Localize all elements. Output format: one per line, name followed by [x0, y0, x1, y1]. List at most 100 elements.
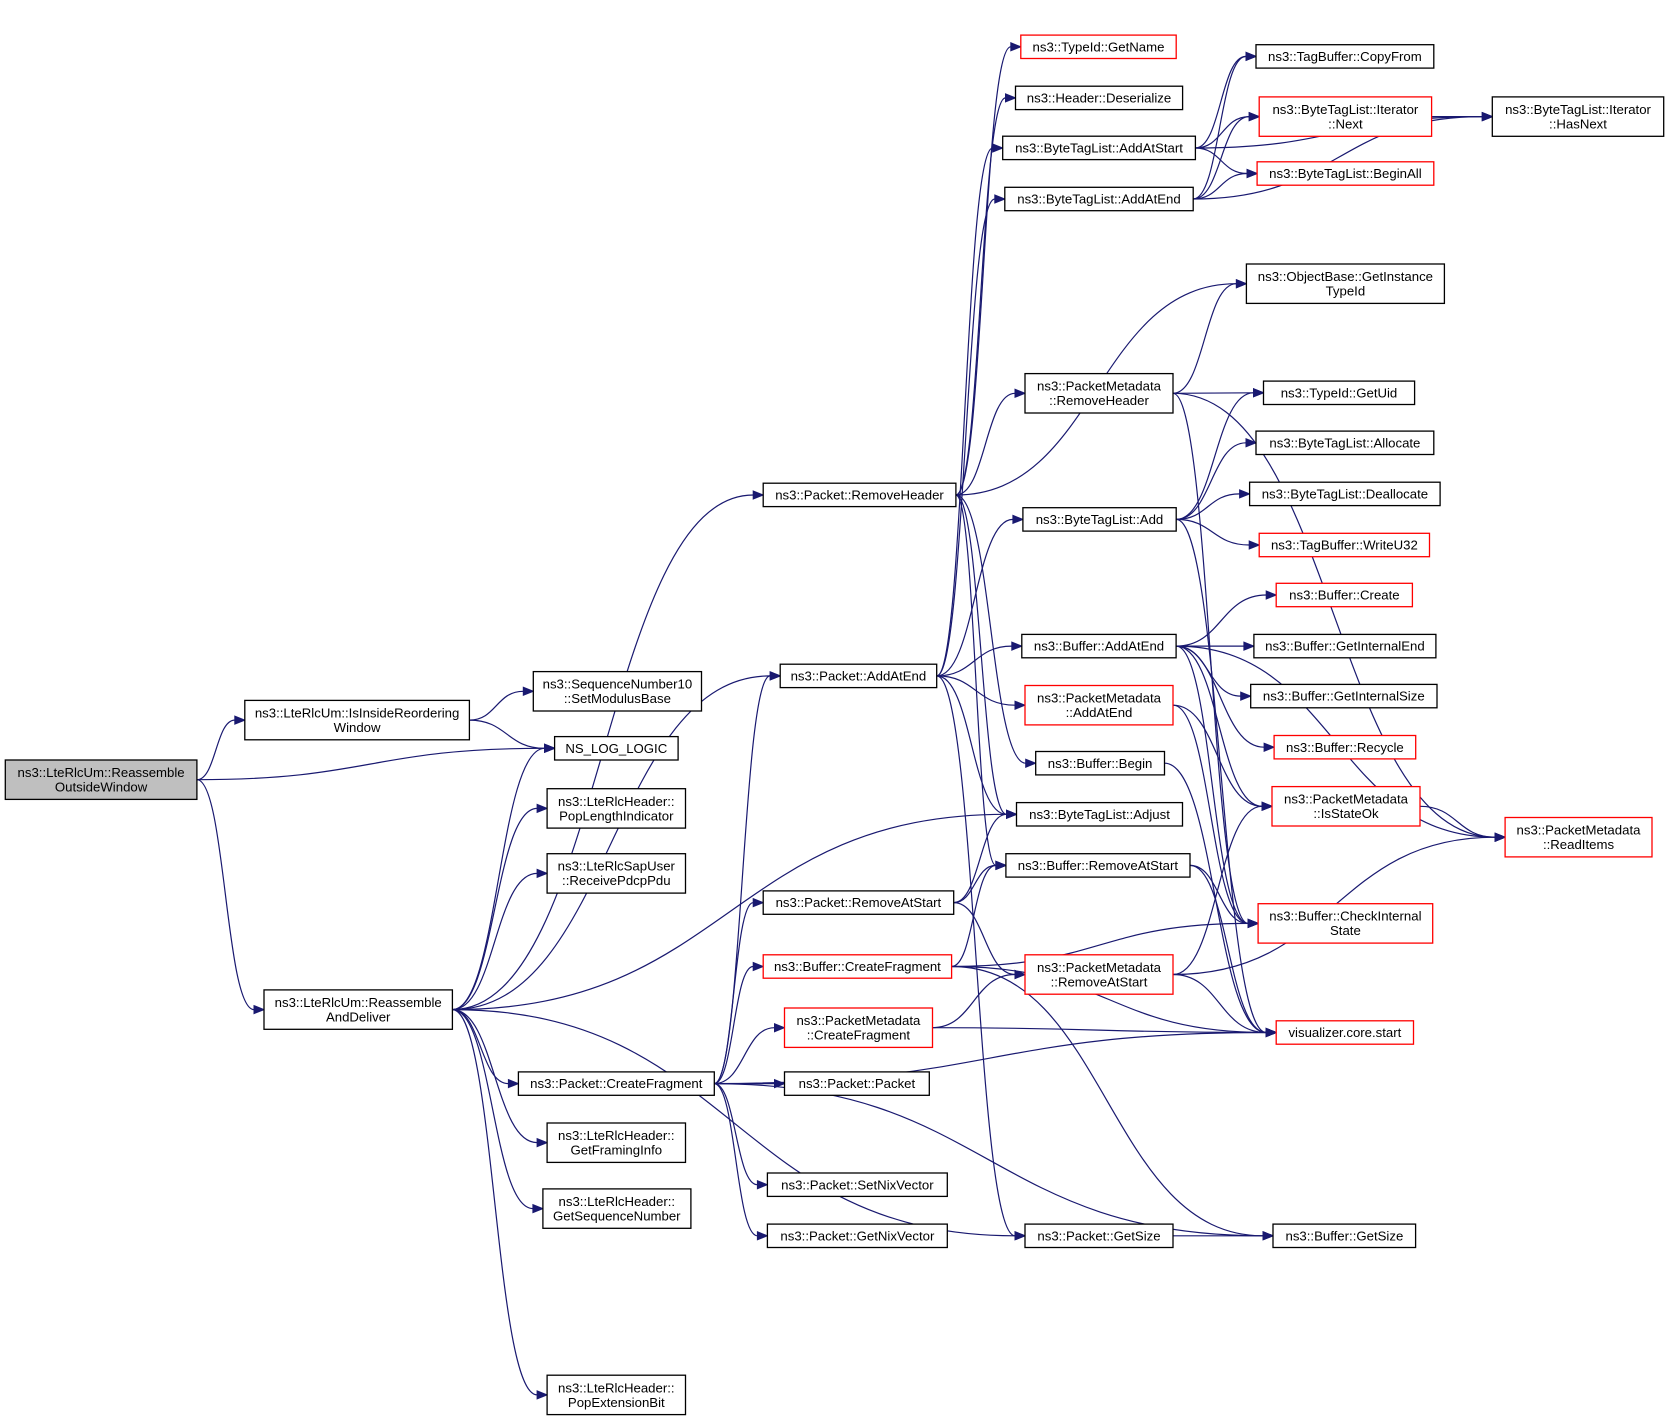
node-label-line: ns3::Buffer::GetSize — [1286, 1228, 1404, 1243]
edge-line — [452, 1009, 538, 1144]
edge-buf-add-at-end-to-buf-check-int — [1176, 645, 1260, 929]
node-pm-is-state-ok[interactable]: ns3::PacketMetadata::IsStateOk — [1271, 785, 1421, 827]
arrowhead-icon — [752, 490, 765, 500]
edge-line — [932, 973, 1016, 1029]
edge-line — [953, 864, 996, 904]
arrowhead-icon — [774, 1022, 786, 1033]
arrowhead-icon — [992, 143, 1005, 153]
node-pm-add-at-end[interactable]: ns3::PacketMetadata::AddAtEnd — [1024, 684, 1174, 726]
node-box — [1024, 1223, 1174, 1249]
node-pkt-create-frag[interactable]: ns3::Packet::CreateFragment — [517, 1071, 715, 1096]
node-label-line: ::SetModulusBase — [564, 691, 671, 706]
edge-line — [714, 1083, 758, 1186]
node-receive-pdcp[interactable]: ns3::LteRlcSapUser::ReceivePdcpPdu — [546, 853, 687, 894]
node-buf-get-int-size[interactable]: ns3::Buffer::GetInternalSize — [1250, 683, 1438, 709]
edge-line — [1193, 116, 1250, 200]
arrowhead-icon — [234, 715, 247, 725]
node-pkt-packet[interactable]: ns3::Packet::Packet — [783, 1071, 930, 1096]
node-btl-add[interactable]: ns3::ByteTagList::Add — [1022, 507, 1177, 532]
node-label-line: ns3::Packet::RemoveAtStart — [776, 895, 942, 910]
edge-line — [951, 965, 1264, 1237]
node-label-line: ::ReadItems — [1543, 837, 1615, 852]
node-label-line: ::CreateFragment — [807, 1028, 911, 1043]
node-btl-deallocate[interactable]: ns3::ByteTagList::Deallocate — [1248, 481, 1441, 507]
node-btl-begin-all[interactable]: ns3::ByteTagList::BeginAll — [1256, 161, 1435, 186]
node-seq-set-mod[interactable]: ns3::SequenceNumber10::SetModulusBase — [532, 670, 703, 712]
node-btl-add-at-start[interactable]: ns3::ByteTagList::AddAtStart — [1002, 135, 1197, 161]
edge-btl-add-at-start-to-tb-copy-from — [1195, 51, 1258, 149]
node-label-line: ns3::PacketMetadata — [1284, 792, 1409, 807]
node-pm-create-frag[interactable]: ns3::PacketMetadata::CreateFragment — [783, 1007, 934, 1049]
node-pm-remove-at-start[interactable]: ns3::PacketMetadata::RemoveAtStart — [1024, 954, 1174, 995]
node-label-line: ns3::LteRlcUm::IsInsideReordering — [255, 705, 460, 720]
edge-btl-add-to-btl-allocate — [1176, 438, 1258, 520]
arrowhead-icon — [1246, 168, 1259, 179]
node-box — [1250, 683, 1438, 709]
node-pop-len[interactable]: ns3::LteRlcHeader::PopLengthIndicator — [546, 788, 687, 829]
node-btl-add-at-end[interactable]: ns3::ByteTagList::AddAtEnd — [1004, 186, 1194, 212]
node-pkt-remove-header[interactable]: ns3::Packet::RemoveHeader — [762, 482, 957, 508]
arrowhead-icon — [1025, 758, 1038, 768]
node-buf-remove-at-start[interactable]: ns3::Buffer::RemoveAtStart — [1005, 853, 1191, 878]
node-pm-read-items[interactable]: ns3::PacketMetadata::ReadItems — [1504, 816, 1653, 858]
node-label-line: ns3::ByteTagList::Iterator — [1272, 102, 1418, 117]
node-header-deser[interactable]: ns3::Header::Deserialize — [1014, 85, 1184, 111]
node-label-line: ns3::Header::Deserialize — [1027, 91, 1171, 106]
node-label-line: ns3::Packet::CreateFragment — [530, 1076, 703, 1091]
node-btl-adjust[interactable]: ns3::ByteTagList::Adjust — [1015, 801, 1184, 827]
node-pkt-remove-at-start[interactable]: ns3::Packet::RemoveAtStart — [762, 890, 955, 915]
node-buf-create-frag[interactable]: ns3::Buffer::CreateFragment — [762, 954, 953, 979]
edge-line — [713, 675, 771, 1085]
node-box — [762, 890, 955, 915]
node-box — [1272, 1223, 1417, 1249]
node-type-id-get-name[interactable]: ns3::TypeId::GetName — [1020, 34, 1177, 60]
edge-line — [1193, 172, 1248, 200]
node-buf-recycle[interactable]: ns3::Buffer::Recycle — [1273, 734, 1417, 760]
node-tb-write-u32[interactable]: ns3::TagBuffer::WriteU32 — [1258, 532, 1431, 558]
node-pm-remove-header[interactable]: ns3::PacketMetadata::RemoveHeader — [1024, 372, 1174, 414]
node-btl-iter-next[interactable]: ns3::ByteTagList::Iterator::Next — [1258, 96, 1433, 137]
node-pop-ext[interactable]: ns3::LteRlcHeader::PopExtensionBit — [546, 1374, 687, 1416]
node-label-line: ns3::LteRlcUm::Reassemble — [18, 765, 185, 780]
node-box — [1255, 430, 1435, 456]
node-pkt-add-at-end[interactable]: ns3::Packet::AddAtEnd — [779, 663, 938, 689]
node-buf-get-int-end[interactable]: ns3::Buffer::GetInternalEnd — [1253, 633, 1437, 659]
edge-line — [1172, 704, 1263, 807]
node-tb-copy-from[interactable]: ns3::TagBuffer::CopyFrom — [1255, 44, 1435, 69]
node-buf-create[interactable]: ns3::Buffer::Create — [1275, 582, 1414, 608]
node-buf-add-at-end[interactable]: ns3::Buffer::AddAtEnd — [1021, 633, 1177, 659]
node-box — [1024, 954, 1174, 995]
arrowhead-icon — [1245, 438, 1258, 448]
node-btl-allocate[interactable]: ns3::ByteTagList::Allocate — [1255, 430, 1435, 456]
edge-line — [196, 747, 545, 781]
edge-pm-remove-header-to-ob-get-inst — [1172, 278, 1248, 394]
node-box — [244, 699, 471, 741]
node-viz-start[interactable]: visualizer.core.start — [1275, 1020, 1415, 1045]
node-pkt-get-size[interactable]: ns3::Packet::GetSize — [1024, 1223, 1174, 1249]
edge-reassemble-deliver-to-pkt-get-size — [452, 1009, 1027, 1241]
edge-line — [452, 747, 545, 1011]
edge-reassemble-deliver-to-receive-pdcp — [452, 868, 549, 1011]
node-btl-iter-has-next[interactable]: ns3::ByteTagList::Iterator::HasNext — [1491, 96, 1665, 137]
edge-line — [452, 872, 538, 1011]
edge-root-to-is-inside — [196, 715, 247, 781]
edge-btl-add-to-viz-start — [1176, 518, 1278, 1038]
node-type-id-get-uid[interactable]: ns3::TypeId::GetUid — [1262, 380, 1416, 406]
node-ns-log[interactable]: NS_LOG_LOGIC — [553, 735, 679, 761]
edge-line — [1189, 864, 1249, 924]
node-pkt-set-nix[interactable]: ns3::Packet::SetNixVector — [766, 1172, 948, 1198]
node-get-framing[interactable]: ns3::LteRlcHeader::GetFramingInfo — [546, 1122, 687, 1164]
node-get-seq-num[interactable]: ns3::LteRlcHeader::GetSequenceNumber — [542, 1188, 692, 1229]
edge-buf-add-at-end-to-buf-recycle — [1176, 645, 1276, 752]
node-pkt-get-nix[interactable]: ns3::Packet::GetNixVector — [766, 1223, 948, 1249]
node-label-line: ns3::SequenceNumber10 — [543, 677, 693, 692]
edge-pkt-remove-header-to-header-deser — [955, 93, 1017, 496]
node-buf-begin[interactable]: ns3::Buffer::Begin — [1035, 750, 1166, 776]
node-buf-get-size[interactable]: ns3::Buffer::GetSize — [1272, 1223, 1417, 1249]
edge-pkt-remove-header-to-pm-remove-header — [955, 388, 1027, 496]
